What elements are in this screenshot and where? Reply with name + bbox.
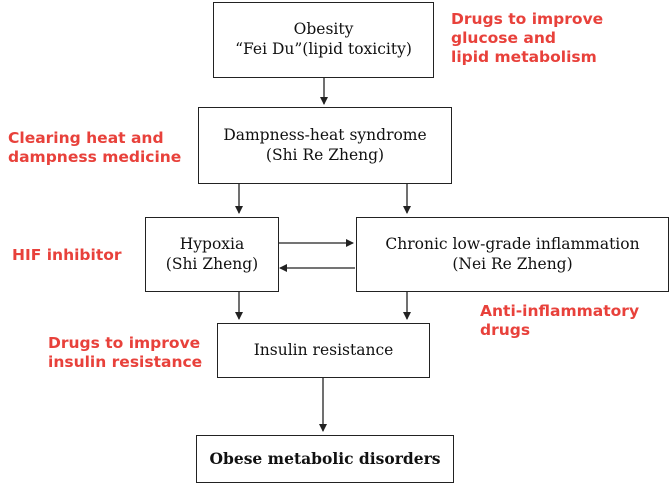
disorders-line1: Obese metabolic disorders bbox=[209, 449, 441, 469]
annotation-anti-inflammatory-drugs: Anti-inflammatory drugs bbox=[480, 302, 639, 340]
annotation-clearing-heat-medicine: Clearing heat and dampness medicine bbox=[8, 129, 181, 167]
dampness-heat-node: Dampness-heat syndrome (Shi Re Zheng) bbox=[198, 107, 452, 184]
antiinflam-line2: drugs bbox=[480, 320, 531, 339]
inflammation-line2: (Nei Re Zheng) bbox=[452, 254, 573, 273]
annotation-hif-inhibitor: HIF inhibitor bbox=[12, 246, 122, 265]
obese-metabolic-disorders-node: Obese metabolic disorders bbox=[196, 435, 454, 483]
clearing-line1: Clearing heat and bbox=[8, 129, 164, 147]
obesity-node: Obesity “Fei Du”(lipid toxicity) bbox=[213, 2, 434, 78]
dampness-line2: (Shi Re Zheng) bbox=[265, 145, 385, 164]
hypoxia-line1: Hypoxia bbox=[179, 234, 245, 253]
dampness-line1: Dampness-heat syndrome bbox=[223, 125, 427, 144]
inflammation-node: Chronic low-grade inflammation (Nei Re Z… bbox=[356, 217, 669, 292]
insulin-line1: Insulin resistance bbox=[253, 340, 394, 359]
hif-line1: HIF inhibitor bbox=[12, 246, 122, 264]
obesity-line1: Obesity bbox=[293, 20, 354, 39]
antiinflam-line1: Anti-inflammatory bbox=[480, 302, 640, 320]
glucose-lipid-line2: glucose and bbox=[451, 28, 557, 47]
glucose-lipid-line3: lipid metabolism bbox=[451, 47, 597, 66]
hypoxia-line2: (Shi Zheng) bbox=[165, 254, 259, 273]
annotation-insulin-resistance-drugs: Drugs to improve insulin resistance bbox=[48, 334, 202, 372]
insulin-drugs-line1: Drugs to improve bbox=[48, 334, 201, 352]
hypoxia-node: Hypoxia (Shi Zheng) bbox=[145, 217, 279, 292]
insulin-drugs-line2: insulin resistance bbox=[48, 352, 203, 371]
annotation-glucose-lipid-drugs: Drugs to improve glucose and lipid metab… bbox=[451, 10, 603, 67]
clearing-line2: dampness medicine bbox=[8, 147, 182, 166]
inflammation-line1: Chronic low-grade inflammation bbox=[385, 234, 640, 253]
obesity-line2: “Fei Du”(lipid toxicity) bbox=[235, 40, 412, 58]
insulin-resistance-node: Insulin resistance bbox=[217, 323, 430, 378]
glucose-lipid-line1: Drugs to improve bbox=[451, 10, 604, 28]
